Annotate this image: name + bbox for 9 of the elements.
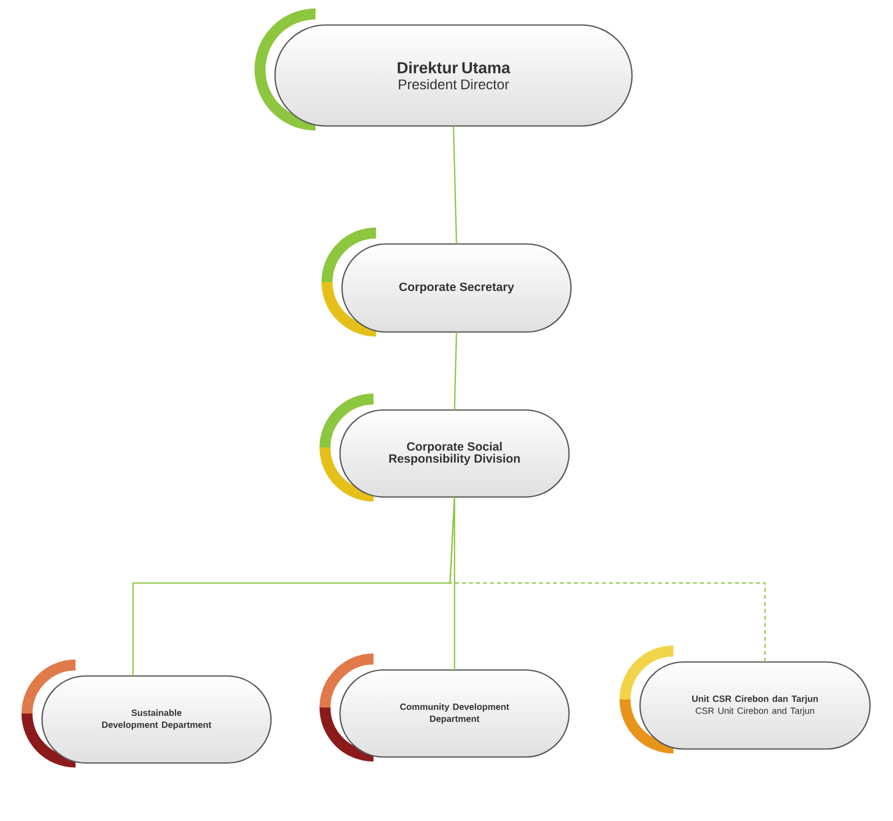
connector-line — [452, 126, 458, 244]
org-box: Community Development Department — [320, 654, 570, 762]
connector-line — [454, 332, 458, 410]
connector-line — [449, 496, 766, 662]
org-box: Corporate Secretary — [322, 228, 572, 336]
org-box: Corporate Social Responsibility Division — [320, 394, 570, 502]
org-box: Unit CSR Cirebon dan Tarjun CSR Unit Cirebon and Tarjun — [620, 646, 871, 754]
org-box: Direktur Utama President Director — [254, 8, 633, 130]
org-box: Sustainable Development Department — [22, 660, 272, 768]
